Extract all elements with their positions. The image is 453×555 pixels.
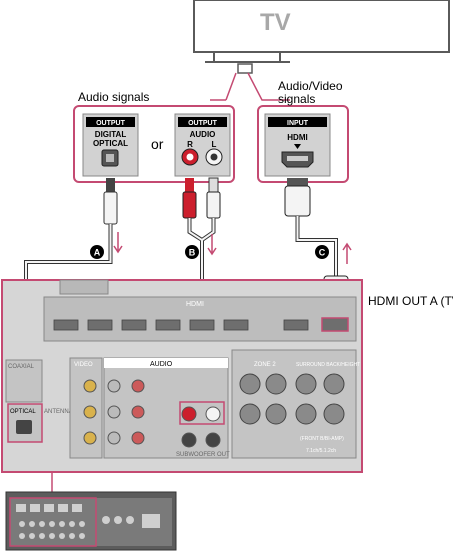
receiver-audio-label: AUDIO xyxy=(150,361,173,368)
tv-label: TV xyxy=(260,9,291,36)
receiver-coaxial-label: COAXIAL xyxy=(8,364,35,370)
audio-l-label: L xyxy=(212,140,217,149)
receiver-rear-panel: HDMI COAXIAL OPTICAL ANTENNA VIDEO AU xyxy=(1,279,363,473)
optical-arrow xyxy=(113,232,123,254)
tv-hdmi-port xyxy=(237,63,253,74)
hdmi-input-panel: INPUT HDMI xyxy=(264,113,331,177)
marker-b: B xyxy=(185,245,199,259)
receiver-front-bi-amp-label: (FRONT B/BI-AMP) xyxy=(300,436,344,442)
hdmi-arrow xyxy=(342,242,352,264)
optical-output-panel: OUTPUT DIGITAL OPTICAL xyxy=(82,113,139,177)
tv: TV xyxy=(193,0,450,74)
audio-output-panel: OUTPUT AUDIO R L xyxy=(174,113,231,177)
audio-line1: AUDIO xyxy=(190,130,216,139)
or-label: or xyxy=(151,136,164,152)
marker-a: A xyxy=(90,245,104,259)
receiver-surround-back-label: SURROUND BACK/HEIGHT xyxy=(296,362,360,368)
marker-c-label: C xyxy=(319,248,326,258)
audio-video-label-line2: signals xyxy=(278,92,315,106)
optical-header: OUTPUT xyxy=(96,120,126,127)
audio-header: OUTPUT xyxy=(188,120,218,127)
marker-c: C xyxy=(315,245,329,259)
audio-video-label-line1: Audio/Video xyxy=(278,79,343,93)
audio-signals-label: Audio signals xyxy=(78,90,149,104)
tv-screen xyxy=(193,0,450,53)
optical-line2: OPTICAL xyxy=(93,139,128,148)
receiver-video-label: VIDEO xyxy=(74,362,93,368)
receiver-hdmi-out-a xyxy=(321,317,349,332)
receiver-optical-label: OPTICAL xyxy=(10,409,36,415)
receiver-zone2-label: ZONE 2 xyxy=(254,362,276,368)
receiver-channel-note: 7.1ch/5.1.2ch xyxy=(306,448,336,454)
receiver-hdmi-label: HDMI xyxy=(186,301,204,308)
tv-callout-audio xyxy=(210,72,237,101)
input-header: INPUT xyxy=(287,120,309,127)
tv-stand xyxy=(205,52,290,63)
receiver-subwoofer-label: SUBWOOFER OUT xyxy=(176,452,230,458)
audio-r-label: R xyxy=(187,140,193,149)
marker-a-label: A xyxy=(94,248,101,258)
audio-panel-frame xyxy=(73,105,235,183)
receiver-optical-jack xyxy=(16,420,32,434)
optical-line1: DIGITAL xyxy=(95,130,127,139)
tv-callout-video xyxy=(247,72,290,101)
input-line1: HDMI xyxy=(287,133,307,142)
receiver-antenna-label: ANTENNA xyxy=(44,409,73,415)
hdmi-out-label: HDMI OUT A (TV) xyxy=(368,294,453,308)
marker-b-label: B xyxy=(189,248,196,258)
audio-arrow xyxy=(207,234,217,256)
receiver-thumbnail xyxy=(5,491,177,551)
